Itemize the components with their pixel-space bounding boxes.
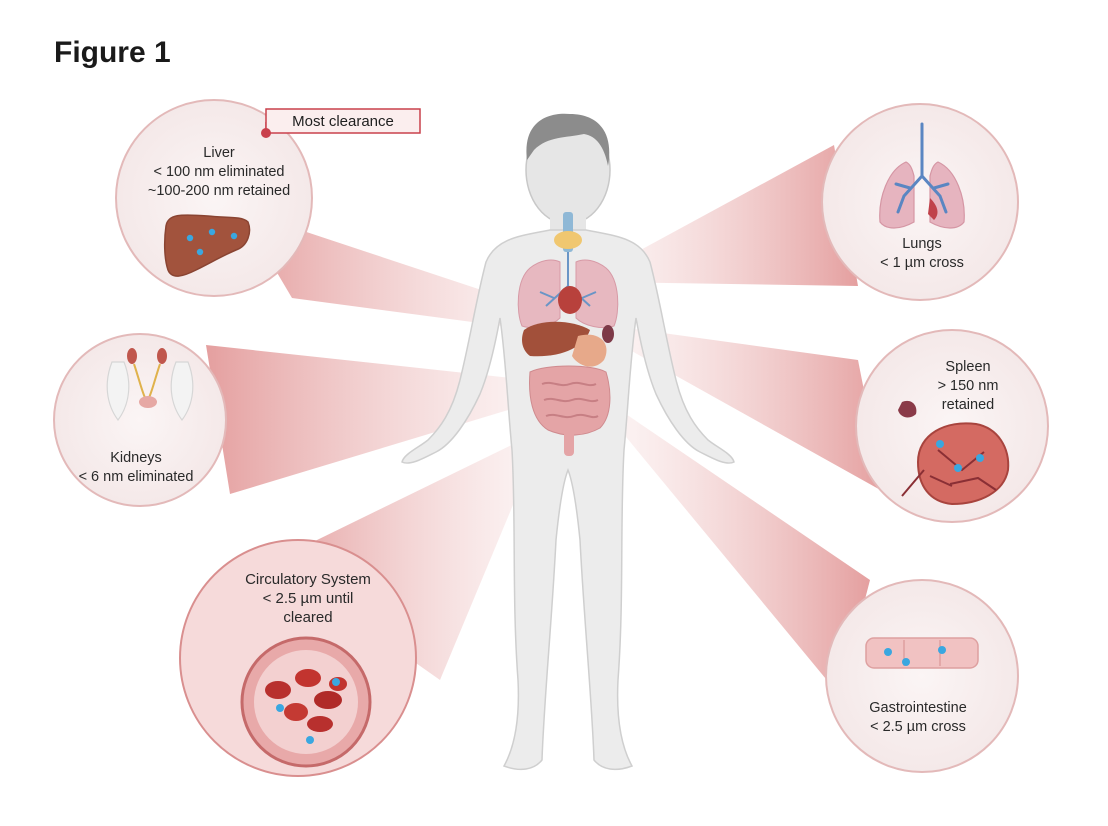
projection-beams: [206, 145, 884, 696]
spleen-section: [916, 422, 1010, 506]
particle-dot: [186, 234, 194, 242]
intestine-tissue-illustration: [865, 637, 979, 669]
spleen-illustration: [898, 400, 917, 418]
kidneys-label-line: < 6 nm eliminated: [79, 469, 194, 485]
particle-dot: [208, 228, 216, 236]
lungs-illustration: [879, 161, 965, 229]
human-body: [401, 113, 735, 771]
spleen-label-line: retained: [942, 397, 994, 413]
gastro-panel: Gastrointestine < 2.5 µm cross: [825, 579, 1019, 773]
gastro-label-line: < 2.5 µm cross: [870, 719, 966, 735]
particle-dot: [976, 454, 984, 462]
callout-label: Most clearance: [292, 113, 394, 130]
circulatory-label-line: Circulatory System: [245, 571, 371, 588]
liver-panel: Liver < 100 nm eliminated ~100-200 nm re…: [115, 99, 313, 297]
lungs-label-line: < 1 µm cross: [880, 255, 964, 271]
spleen-label-line: Spleen: [945, 359, 990, 375]
beam-circulatory: [272, 438, 538, 680]
beam-gastro: [612, 410, 870, 696]
gastro-label-line: Gastrointestine: [869, 700, 967, 716]
beam-spleen: [612, 326, 884, 492]
particle-dot: [954, 464, 962, 472]
particle-dot: [230, 232, 238, 240]
spleen-label-line: > 150 nm: [938, 378, 999, 394]
kidneys-panel: Kidneys < 6 nm eliminated: [53, 333, 227, 507]
lungs-label-line: Lungs: [902, 236, 942, 252]
circulatory-label-line: < 2.5 µm until: [263, 590, 354, 607]
circulatory-label-line: cleared: [283, 609, 332, 626]
kidneys-illustration: [106, 361, 194, 422]
particle-dot: [332, 678, 340, 686]
particle-dot: [936, 440, 944, 448]
figure-title: Figure 1: [54, 36, 171, 69]
particle-dot: [902, 658, 910, 666]
spleen-panel: Spleen > 150 nm retained: [855, 329, 1049, 523]
particle-dot: [196, 248, 204, 256]
callout-marker: [261, 128, 271, 138]
beam-liver: [240, 210, 548, 332]
liver-label-line: < 100 nm eliminated: [154, 164, 285, 180]
liver-illustration: [163, 214, 251, 277]
particle-dot: [306, 736, 314, 744]
particle-dot: [938, 646, 946, 654]
kidneys-label-line: Kidneys: [110, 450, 162, 466]
liver-label-line: ~100-200 nm retained: [148, 183, 290, 199]
particle-dot: [884, 648, 892, 656]
beam-lungs: [600, 145, 858, 286]
liver-label-line: Liver: [203, 145, 235, 161]
circulatory-panel: Circulatory System < 2.5 µm until cleare…: [179, 539, 417, 777]
particle-dot: [276, 704, 284, 712]
most-clearance-callout: Most clearance: [261, 108, 421, 138]
lungs-panel: Lungs < 1 µm cross: [821, 103, 1019, 301]
